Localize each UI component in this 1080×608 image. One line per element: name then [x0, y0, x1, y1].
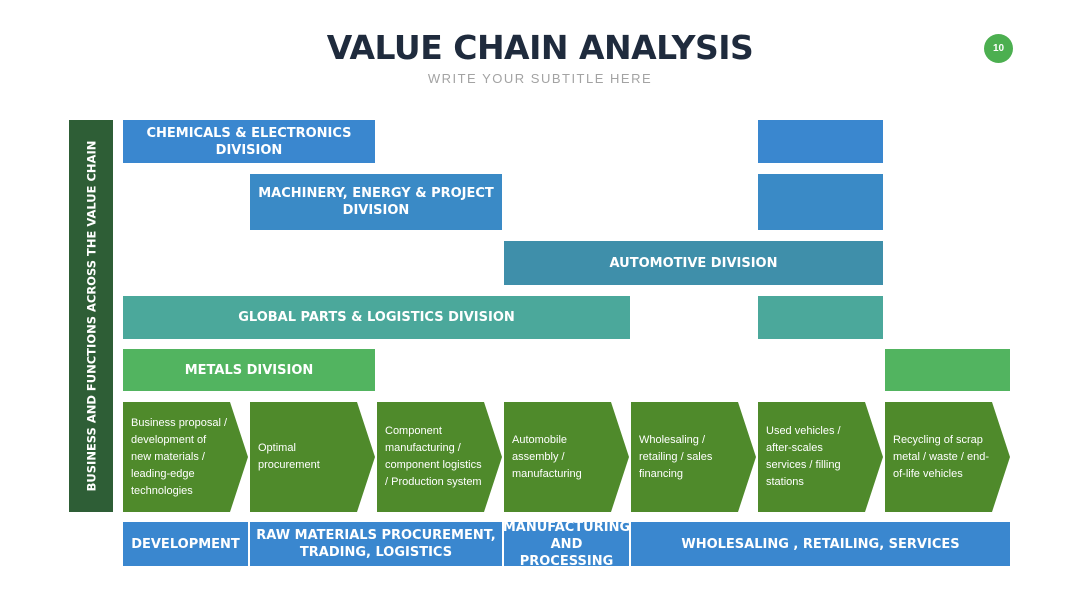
step-automobile-assembly: Automobile assembly / manufacturing — [504, 402, 629, 512]
step-component-manufacturing: Component manufacturing / component logi… — [377, 402, 502, 512]
stage-wholesaling: WHOLESALING , RETAILING, SERVICES — [631, 522, 1010, 566]
step-text: Automobile assembly / manufacturing — [512, 433, 582, 480]
step-text: Wholesaling / retailing / sales financin… — [639, 433, 713, 480]
step-procurement: Optimal procurement — [250, 402, 375, 512]
side-label: BUSINESS AND FUNCTIONS ACROSS THE VALUE … — [84, 140, 99, 492]
division-global-parts-segment — [758, 296, 883, 339]
division-automotive: AUTOMOTIVE DIVISION — [504, 241, 883, 285]
division-metals-segment — [885, 349, 1010, 391]
step-development: Business proposal / development of new m… — [123, 402, 248, 512]
division-chemicals: CHEMICALS & ELECTRONICS DIVISION — [123, 120, 375, 163]
stage-development: DEVELOPMENT — [123, 522, 248, 566]
page-number-badge: 10 — [984, 34, 1013, 63]
page-title: VALUE CHAIN ANALYSIS — [326, 28, 754, 67]
page-subtitle: WRITE YOUR SUBTITLE HERE — [427, 71, 653, 86]
division-metals: METALS DIVISION — [123, 349, 375, 391]
stage-raw-materials: RAW MATERIALS PROCUREMENT, TRADING, LOGI… — [250, 522, 502, 566]
side-label-bar: BUSINESS AND FUNCTIONS ACROSS THE VALUE … — [69, 120, 113, 512]
stage-manufacturing: MANUFACTURING AND PROCESSING — [502, 519, 631, 569]
division-machinery-segment — [758, 174, 883, 230]
step-text: Recycling of scrap metal / waste / end-o… — [893, 433, 989, 480]
division-global-parts: GLOBAL PARTS & LOGISTICS DIVISION — [123, 296, 630, 339]
step-text: Component manufacturing / component logi… — [385, 425, 482, 488]
step-recycling: Recycling of scrap metal / waste / end-o… — [885, 402, 1010, 512]
step-text: Used vehicles / after-scales services / … — [766, 425, 841, 488]
step-text: Optimal procurement — [258, 442, 320, 471]
division-chemicals-segment — [758, 120, 883, 163]
step-used-vehicles: Used vehicles / after-scales services / … — [758, 402, 883, 512]
division-machinery: MACHINERY, ENERGY & PROJECT DIVISION — [250, 174, 502, 230]
step-text: Business proposal / development of new m… — [131, 416, 227, 497]
step-wholesaling: Wholesaling / retailing / sales financin… — [631, 402, 756, 512]
